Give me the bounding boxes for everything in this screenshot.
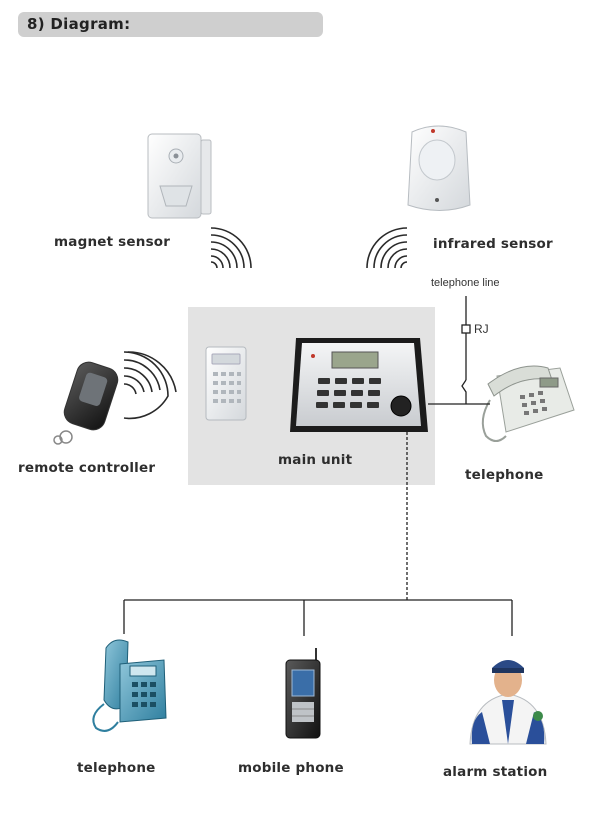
- magnet-sensor-signal-waves: [211, 228, 251, 268]
- keypad-device: [206, 347, 246, 420]
- magnet-sensor-label: magnet sensor: [54, 234, 170, 250]
- telephone-remote-device: [93, 640, 166, 731]
- telephone-local-device: [483, 366, 574, 441]
- main-unit-device: [290, 338, 428, 432]
- alarm-station-label: alarm station: [443, 764, 547, 780]
- telephone-remote-label: telephone: [77, 760, 156, 776]
- mobile-phone-device: [286, 648, 320, 738]
- telephone-local-label: telephone: [465, 467, 544, 483]
- infrared-sensor-device: [408, 126, 470, 211]
- alarm-station-figure: [470, 660, 546, 744]
- infrared-sensor-label: infrared sensor: [433, 236, 553, 252]
- remote-controller-label: remote controller: [18, 460, 155, 476]
- telephone-line-label: telephone line: [431, 277, 500, 289]
- mobile-phone-label: mobile phone: [238, 760, 344, 776]
- remote-controller-signal-waves: [124, 352, 176, 418]
- main-unit-label: main unit: [278, 452, 352, 468]
- rj-connector-label: RJ: [474, 322, 489, 336]
- remote-controller-device: [54, 359, 121, 444]
- telephone-line-connector: [428, 296, 490, 404]
- magnet-sensor-device: [148, 134, 211, 218]
- infrared-sensor-signal-waves: [367, 228, 407, 268]
